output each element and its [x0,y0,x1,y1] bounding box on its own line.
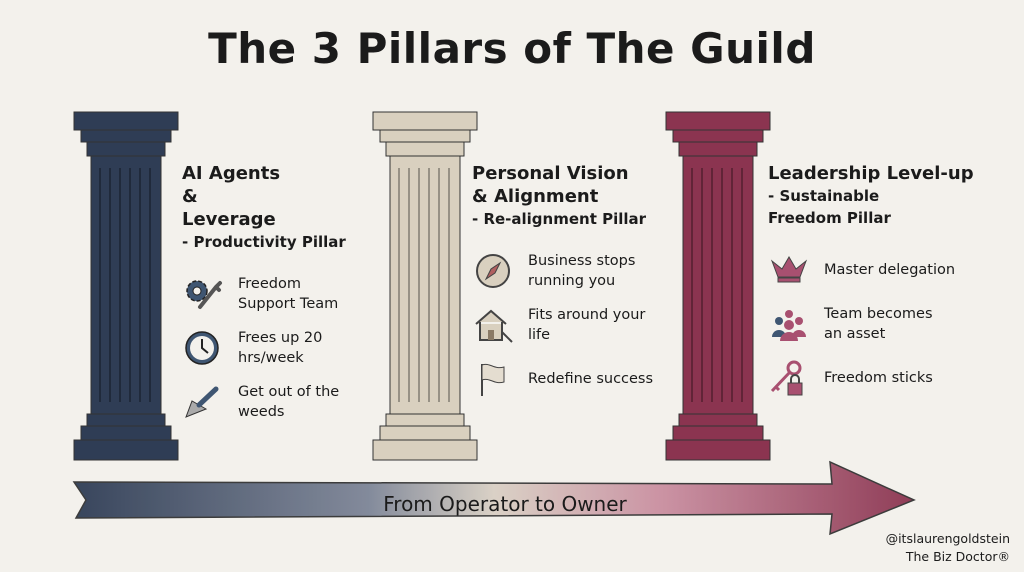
crown-icon [768,251,810,289]
item-text: Freedom Support Team [238,276,339,312]
list-item: Business stops running you [472,244,712,298]
pillar-heading: AI Agents & Leverage [182,163,281,230]
pillar-text-leadership: Leadership Level-up - Sustainable Freedo… [768,162,1008,405]
key-lock-icon [768,359,810,397]
credit: @itslaurengoldstein The Biz Doctor® [886,530,1010,566]
item-text: Freedom sticks [824,370,933,386]
item-text: Frees up 20 hrs/week [238,330,323,366]
list-item: Team becomes an asset [768,297,1008,351]
brand-name: The Biz Doctor® [905,549,1010,564]
list-item: Get out of the weeds [182,375,422,429]
gear-wrench-icon [182,275,224,313]
list-item: Freedom sticks [768,351,1008,405]
item-text: Team becomes an asset [824,306,933,342]
item-text: Master delegation [824,262,956,278]
pillar-text-realignment: Personal Vision & Alignment - Re-alignme… [472,162,712,406]
arrow-label: From Operator to Owner [383,492,627,516]
item-text: Fits around your life [528,307,646,343]
item-text: Get out of the weeds [238,384,340,420]
pillar-productivity [73,110,179,462]
list-item: Freedom Support Team [182,267,422,321]
house-key-icon [472,306,514,344]
pillar-text-productivity: AI Agents & Leverage - Productivity Pill… [182,162,422,429]
clock-icon [182,329,224,367]
pillar-subtitle: - Productivity Pillar [182,233,346,251]
list-item: Fits around your life [472,298,712,352]
pillar-heading: Personal Vision & Alignment [472,163,629,207]
item-text: Business stops running you [528,253,636,289]
team-icon [768,305,810,343]
progress-arrow [72,460,916,536]
author-handle: @itslaurengoldstein [885,531,1010,546]
compass-icon [472,252,514,290]
flag-icon [472,360,514,398]
list-item: Frees up 20 hrs/week [182,321,422,375]
pillar-subtitle: - Sustainable Freedom Pillar [768,187,891,227]
pillar-realignment [372,110,478,462]
pillar-subtitle: - Re-alignment Pillar [472,210,647,228]
pillar-leadership [665,110,771,462]
list-item: Redefine success [472,352,712,406]
trowel-icon [182,383,224,421]
item-text: Redefine success [528,371,654,387]
list-item: Master delegation [768,243,1008,297]
page-title: The 3 Pillars of The Guild [208,24,816,73]
pillar-heading: Leadership Level-up [768,163,974,184]
